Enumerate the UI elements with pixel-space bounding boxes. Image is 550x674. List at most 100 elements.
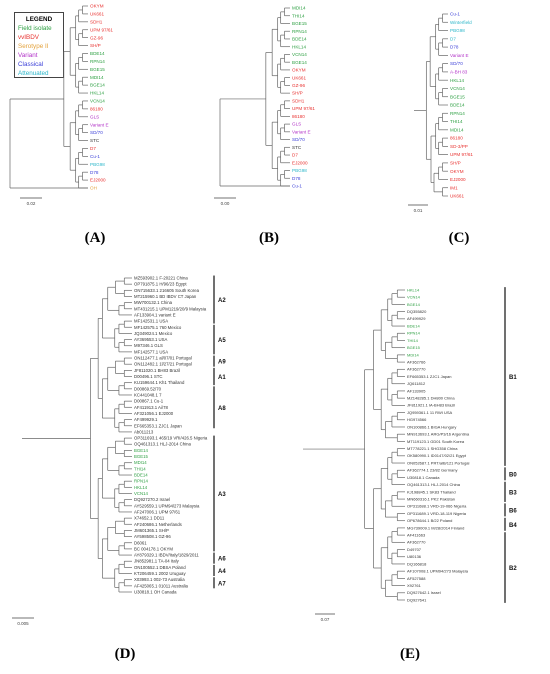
- leaf-label: EJ2000: [90, 178, 106, 183]
- clade-label: B4: [509, 523, 517, 529]
- leaf-label: AF247006.1 UPM 97/61: [134, 509, 181, 514]
- leaf-label: Ab011213: [134, 429, 154, 434]
- leaf-label: PBG98: [90, 162, 105, 167]
- leaf-label: D00496.1 STC: [134, 374, 162, 379]
- leaf-label: AF362770: [407, 367, 426, 372]
- leaf-label: 86180: [292, 114, 305, 119]
- tree-b-svg: MDI14THI14BGE15RPN14BDE14HKL14VCN14BGE14…: [214, 6, 315, 206]
- scale-bar-label: 0.02: [27, 201, 36, 206]
- leaf-label: RPN14: [134, 479, 148, 484]
- leaf-label: GZ-96: [90, 35, 103, 40]
- clade-label: A7: [218, 581, 226, 587]
- clade-label: A2: [218, 298, 226, 304]
- leaf-label: MDI14: [90, 75, 104, 80]
- scale-bar-label: 0.00: [221, 201, 230, 206]
- leaf-label: UPM 97/61: [90, 27, 113, 32]
- leaf-label: VCN14: [407, 295, 421, 300]
- leaf-label: BGE15: [90, 67, 105, 72]
- leaf-label: GLS: [90, 114, 99, 119]
- leaf-label: OKYM: [292, 68, 306, 73]
- leaf-label: Cu-1: [292, 184, 302, 189]
- scale-bar-label: 0.005: [17, 621, 29, 626]
- leaf-label: HKL14: [134, 485, 148, 490]
- leaf-label: M97346.1 GLS: [134, 343, 163, 348]
- leaf-label: AF133905: [407, 388, 426, 393]
- leaf-label: OKYM: [90, 4, 104, 9]
- leaf-label: THI14: [134, 466, 146, 471]
- leaf-label: UK661: [90, 12, 104, 17]
- leaf-label: UK661: [450, 194, 464, 199]
- leaf-label: HKL14: [90, 91, 104, 96]
- leaf-label: HG974566: [407, 417, 427, 422]
- leaf-label: OP311693.1 465/19 VRI/426.5 Nigeria: [134, 436, 208, 441]
- leaf-label: EJ2000: [450, 177, 466, 182]
- clade-label: A9: [218, 360, 226, 366]
- leaf-label: AF425065.1 01011 Australia: [134, 583, 189, 588]
- leaf-label: D6061: [134, 540, 147, 545]
- leaf-label: MZ593902.1 F-20221 China: [134, 276, 188, 281]
- leaf-label: MF142531.1 USA: [134, 319, 168, 324]
- leaf-label: AF133904.1 variant E: [134, 312, 176, 317]
- leaf-label: UK661: [292, 75, 306, 80]
- leaf-label: ON100552.1 DBSA Poland: [134, 565, 186, 570]
- leaf-label: 86180: [450, 136, 463, 141]
- clade-label: A3: [218, 492, 226, 498]
- leaf-label: AF411663: [407, 533, 426, 538]
- legend-item-serotype-ii: Serotype II: [18, 43, 49, 50]
- leaf-label: SH/P: [90, 43, 101, 48]
- leaf-label: 86180: [90, 106, 103, 111]
- scale-bar-label: 0.07: [321, 617, 330, 622]
- leaf-label: JQ611812: [407, 381, 426, 386]
- leaf-label: BDE14: [134, 473, 148, 478]
- leaf-label: AF362770: [407, 540, 426, 545]
- leaf-label: Cu-1: [90, 154, 100, 159]
- leaf-label: MDI14: [450, 127, 464, 132]
- leaf-label: OP678644.1 B/22 Poland: [407, 518, 452, 523]
- leaf-label: BGE15: [450, 94, 465, 99]
- leaf-label: MDI14: [292, 6, 306, 11]
- leaf-label: RPN14: [407, 331, 421, 336]
- leaf-label: D7: [90, 146, 96, 151]
- leaf-label: JQ959361.1 11 RWI USA: [407, 410, 453, 415]
- leaf-label: ON112482.1 1l/27/21 Portugal: [134, 362, 192, 367]
- leaf-label: ON112477.1 al/07/01 Portugal: [134, 356, 192, 361]
- leaf-label: PBG98: [450, 28, 465, 33]
- leaf-label: Winterfield: [450, 20, 472, 25]
- leaf-label: SDH1: [90, 19, 103, 24]
- leaf-label: AF107008.1 UPM94/273 Malaysia: [407, 569, 469, 574]
- clade-label: A1: [218, 375, 226, 381]
- leaf-label: D49707: [407, 547, 422, 552]
- leaf-label: GZ-96: [292, 83, 305, 88]
- leaf-label: SD-3/PP: [450, 144, 468, 149]
- legend-item-field-isolate: Field isolate: [18, 25, 52, 32]
- leaf-label: JQ349024.1 Mexico: [134, 331, 173, 336]
- leaf-label: KJ198845.1 SK83 Thailand: [407, 489, 456, 494]
- leaf-label: AY598508.1 GZ-96: [134, 534, 171, 539]
- leaf-label: BGE14: [90, 83, 105, 88]
- leaf-label: HKL14: [450, 78, 464, 83]
- clade-label: B6: [509, 508, 517, 514]
- leaf-label: D78: [292, 176, 301, 181]
- leaf-label: KT206459.1 2002 Uruguay: [134, 571, 186, 576]
- leaf-label: JF811921.1 IA-BH83 Brazil: [407, 403, 455, 408]
- leaf-label: AY879329.1 IBDV/Italy/1829/2011: [134, 553, 199, 558]
- leaf-label: UPM 97/61: [450, 152, 473, 157]
- leaf-label: MT778221.1 SHG358 China: [407, 446, 458, 451]
- leaf-label: DQ927641: [407, 597, 427, 602]
- leaf-label: OQ461313.1 HLJ-2014 China: [407, 482, 461, 487]
- leaf-label: ON052687.1 PRT/alB/121 Portugal: [407, 460, 470, 465]
- leaf-label: X92761: [407, 583, 422, 588]
- leaf-label: KC441048.1 7: [134, 392, 162, 397]
- leaf-label: AF411913.1 Ai/78: [134, 405, 168, 410]
- leaf-label: ON100866.1 BIGA Hungary: [407, 424, 456, 429]
- panel-label-d: (D): [114, 646, 136, 662]
- leaf-label: OP311688.1 VRD-19-066 Nigeria: [407, 504, 467, 509]
- leaf-label: SDH1: [292, 98, 305, 103]
- leaf-label: MT431215.1 UPM1219/20/9 Malaysia: [134, 306, 207, 311]
- leaf-label: VCN14: [292, 52, 307, 57]
